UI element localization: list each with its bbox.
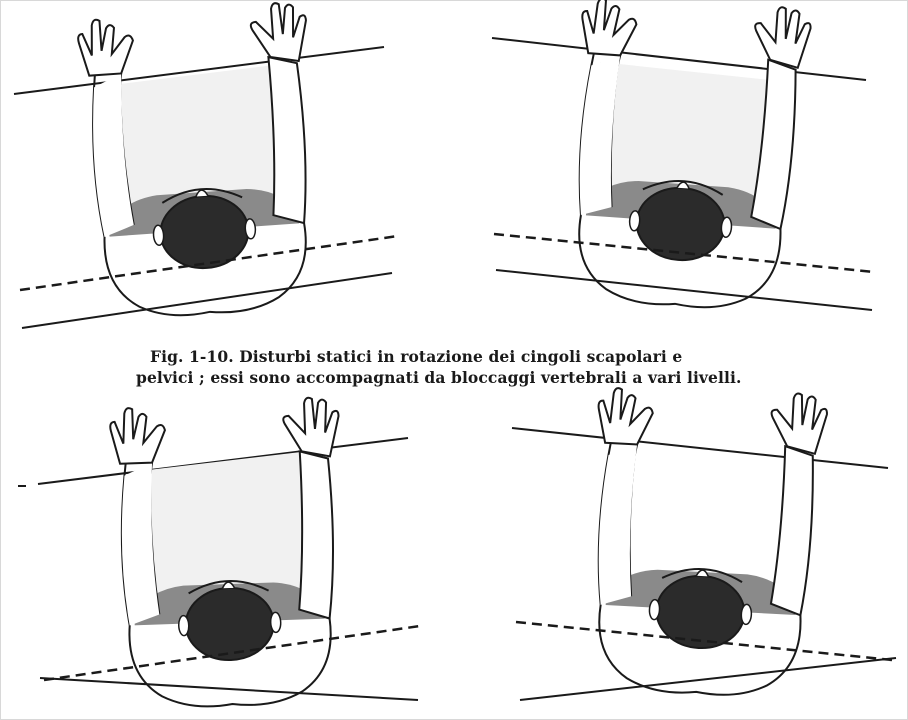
- caption-line-1: Fig. 1-10. Disturbi statici in rotazione…: [120, 346, 860, 367]
- panel-bottom-left: [18, 397, 420, 710]
- panel-top-right: [492, 0, 874, 314]
- panel-top-left: [14, 1, 398, 328]
- caption-line-2: pelvici ; essi sono accompagnati da bloc…: [120, 367, 860, 388]
- figure-caption: Fig. 1-10. Disturbi statici in rotazione…: [120, 346, 860, 388]
- panel-bottom-right: [512, 383, 896, 700]
